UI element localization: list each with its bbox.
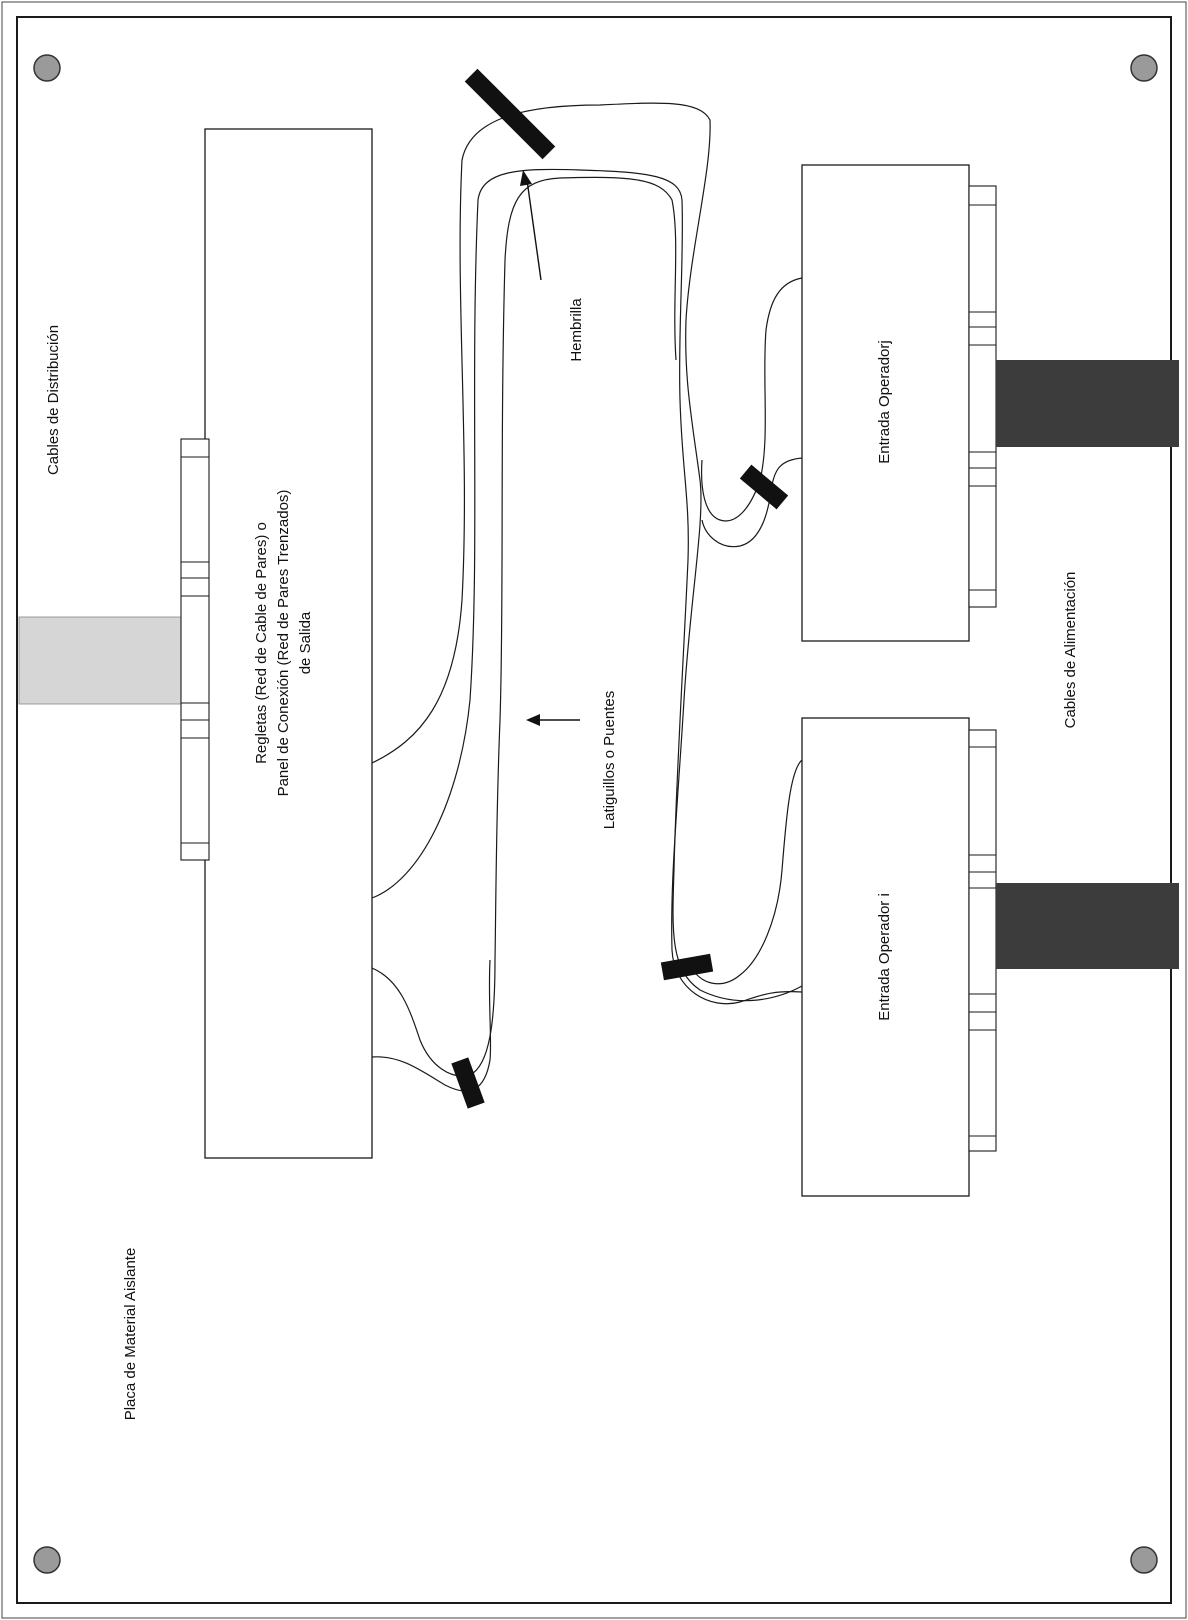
corner-screws xyxy=(33,54,1158,1574)
screw-top-left xyxy=(33,54,61,82)
operator-j-label: Entrada Operadorj xyxy=(876,340,893,463)
screw-bottom-left xyxy=(33,1546,61,1574)
distribution-cables-label: Cables de Distribución xyxy=(45,325,62,475)
jack-label: Hembrilla xyxy=(568,298,585,362)
insulating-plate-label: Placa de Material Aislante xyxy=(122,1248,139,1421)
operator-i-input-box xyxy=(801,717,970,1197)
distribution-cable xyxy=(18,616,182,705)
connector-operator-i xyxy=(660,953,714,981)
operator-i-label: Entrada Operador i xyxy=(876,893,893,1021)
operator-j-terminal-strip xyxy=(968,185,997,608)
operator-j-input-box xyxy=(801,164,970,642)
patch-cord-inner-loop xyxy=(371,168,803,1002)
output-panel-terminal-strip xyxy=(180,438,210,861)
output-panel-label-line3: de Salida xyxy=(297,611,314,674)
jack-arrow xyxy=(520,170,542,281)
patch-connectors xyxy=(451,68,789,1109)
patch-cord-outer-loop xyxy=(371,102,803,1005)
output-panel-label: Regletas (Red de Cable de Pares) o Panel… xyxy=(253,490,314,797)
connector-operator-j xyxy=(739,464,789,510)
power-cables-label: Cables de Alimentación xyxy=(1062,572,1079,729)
output-panel-label-line1: Regletas (Red de Cable de Pares) o xyxy=(253,522,270,764)
terminal-strip xyxy=(180,438,210,861)
connector-top xyxy=(464,68,556,160)
patch-cords-label: Latiguillos o Puentes xyxy=(601,691,618,829)
output-patch-panel xyxy=(204,128,373,1159)
screw-bottom-right xyxy=(1130,1546,1158,1574)
screw-top-right xyxy=(1130,54,1158,82)
connector-lower-left xyxy=(451,1057,485,1109)
operator-i-terminal-strip xyxy=(968,729,997,1152)
operator-j-power-cable xyxy=(996,360,1179,447)
operator-i-power-cable xyxy=(996,883,1179,969)
patch-cord-operator-j xyxy=(700,277,803,522)
patch-cord-arrow xyxy=(526,714,580,726)
output-panel-label-line2: Panel de Conexión (Red de Pares Trenzado… xyxy=(275,490,292,797)
patch-cord-operator-j-return xyxy=(701,457,803,548)
patch-cord-operator-i xyxy=(689,759,803,985)
